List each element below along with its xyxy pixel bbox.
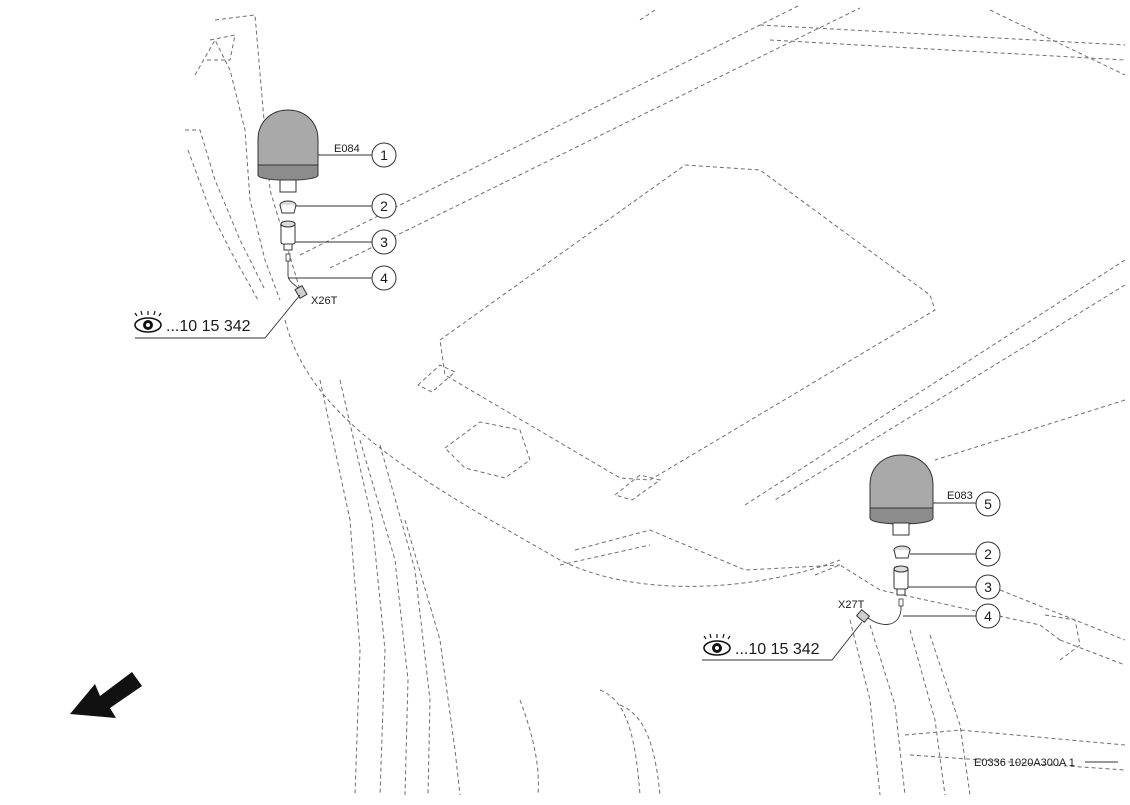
vehicle-roof-outline: [185, 4, 1126, 796]
connector-plug-x26t: [294, 284, 308, 300]
callout-number: 3: [984, 579, 992, 595]
callout-number: 5: [984, 496, 992, 512]
reference-text-right: ...10 15 342: [735, 641, 820, 658]
reference-text-left: ...10 15 342: [166, 318, 251, 335]
eye-icon: [703, 633, 731, 656]
beacon-lamp-e084: [257, 109, 319, 193]
callout-number: 4: [380, 270, 388, 286]
beacon-assembly-right: E083 5 2 3 4 X27T ...10 15 342: [702, 454, 1001, 661]
beacon-code-e083: E083: [947, 490, 973, 502]
callout-number: 4: [984, 608, 992, 624]
socket-part-right: [893, 565, 909, 596]
callout-right-5: 5: [975, 491, 1001, 517]
cable-part-left: [285, 253, 308, 300]
grommet-part-left: [279, 200, 297, 214]
callout-number: 3: [380, 234, 388, 250]
grommet-part-right: [893, 545, 911, 559]
callout-right-4: 4: [975, 603, 1001, 629]
drawing-id: E0336 1020A300A 1: [974, 757, 1075, 769]
connector-label-x27t: X27T: [838, 599, 865, 611]
eye-icon: [134, 310, 162, 333]
connector-plug-x27t: [855, 609, 871, 623]
callout-number: 2: [984, 546, 992, 562]
callout-number: 1: [380, 147, 388, 163]
callout-right-3: 3: [975, 574, 1001, 600]
beacon-code-e084: E084: [334, 143, 360, 155]
socket-part-left: [280, 220, 296, 251]
callout-left-2: 2: [371, 193, 397, 219]
callout-left-4: 4: [371, 265, 397, 291]
direction-arrow-icon: [70, 672, 142, 718]
callout-right-2: 2: [975, 541, 1001, 567]
cable-part-right: [855, 598, 904, 625]
callout-left-1: 1: [371, 142, 397, 168]
beacon-lamp-e083: [869, 454, 934, 536]
callout-left-3: 3: [371, 229, 397, 255]
beacon-assembly-left: E084 1 2 3 4 X26T ...10 15 342: [134, 109, 397, 339]
connector-label-x26t: X26T: [311, 295, 338, 307]
callout-number: 2: [380, 198, 388, 214]
